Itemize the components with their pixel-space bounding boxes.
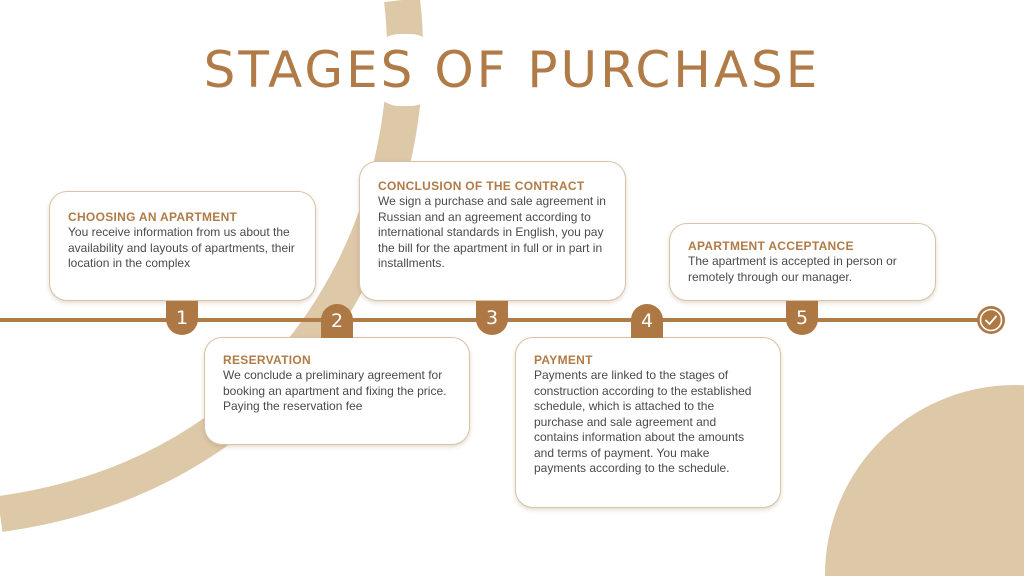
stage-card-5: APARTMENT ACCEPTANCE The apartment is ac… bbox=[669, 223, 936, 301]
stage-card-4: PAYMENT Payments are linked to the stage… bbox=[515, 337, 781, 508]
stage-text: We conclude a preliminary agreement for … bbox=[223, 368, 447, 413]
stage-heading: CHOOSING AN APARTMENT bbox=[68, 210, 238, 224]
stage-heading: APARTMENT ACCEPTANCE bbox=[688, 239, 854, 253]
stage-text: Payments are linked to the stages of con… bbox=[534, 368, 752, 475]
stage-card-2: RESERVATION We conclude a preliminary ag… bbox=[204, 337, 470, 445]
stage-number-4: 4 bbox=[631, 304, 663, 338]
stage-card-1: CHOOSING AN APARTMENT You receive inform… bbox=[49, 191, 316, 301]
stage-number-1: 1 bbox=[166, 301, 198, 335]
stage-number-5: 5 bbox=[786, 301, 818, 335]
stage-heading: CONCLUSION OF THE CONTRACT bbox=[378, 179, 585, 193]
stage-heading: RESERVATION bbox=[223, 353, 311, 367]
stage-card-3: CONCLUSION OF THE CONTRACT We sign a pur… bbox=[359, 161, 626, 301]
stage-number-3: 3 bbox=[476, 301, 508, 335]
stage-number-2: 2 bbox=[321, 304, 353, 338]
stage-text: We sign a purchase and sale agreement in… bbox=[378, 194, 606, 270]
check-circle-icon bbox=[977, 306, 1005, 334]
page-title: STAGES OF PURCHASE bbox=[203, 41, 821, 99]
stage-text: The apartment is accepted in person or r… bbox=[688, 254, 897, 284]
stage-heading: PAYMENT bbox=[534, 353, 593, 367]
stage-text: You receive information from us about th… bbox=[68, 225, 295, 270]
decorative-circle bbox=[824, 384, 1024, 576]
